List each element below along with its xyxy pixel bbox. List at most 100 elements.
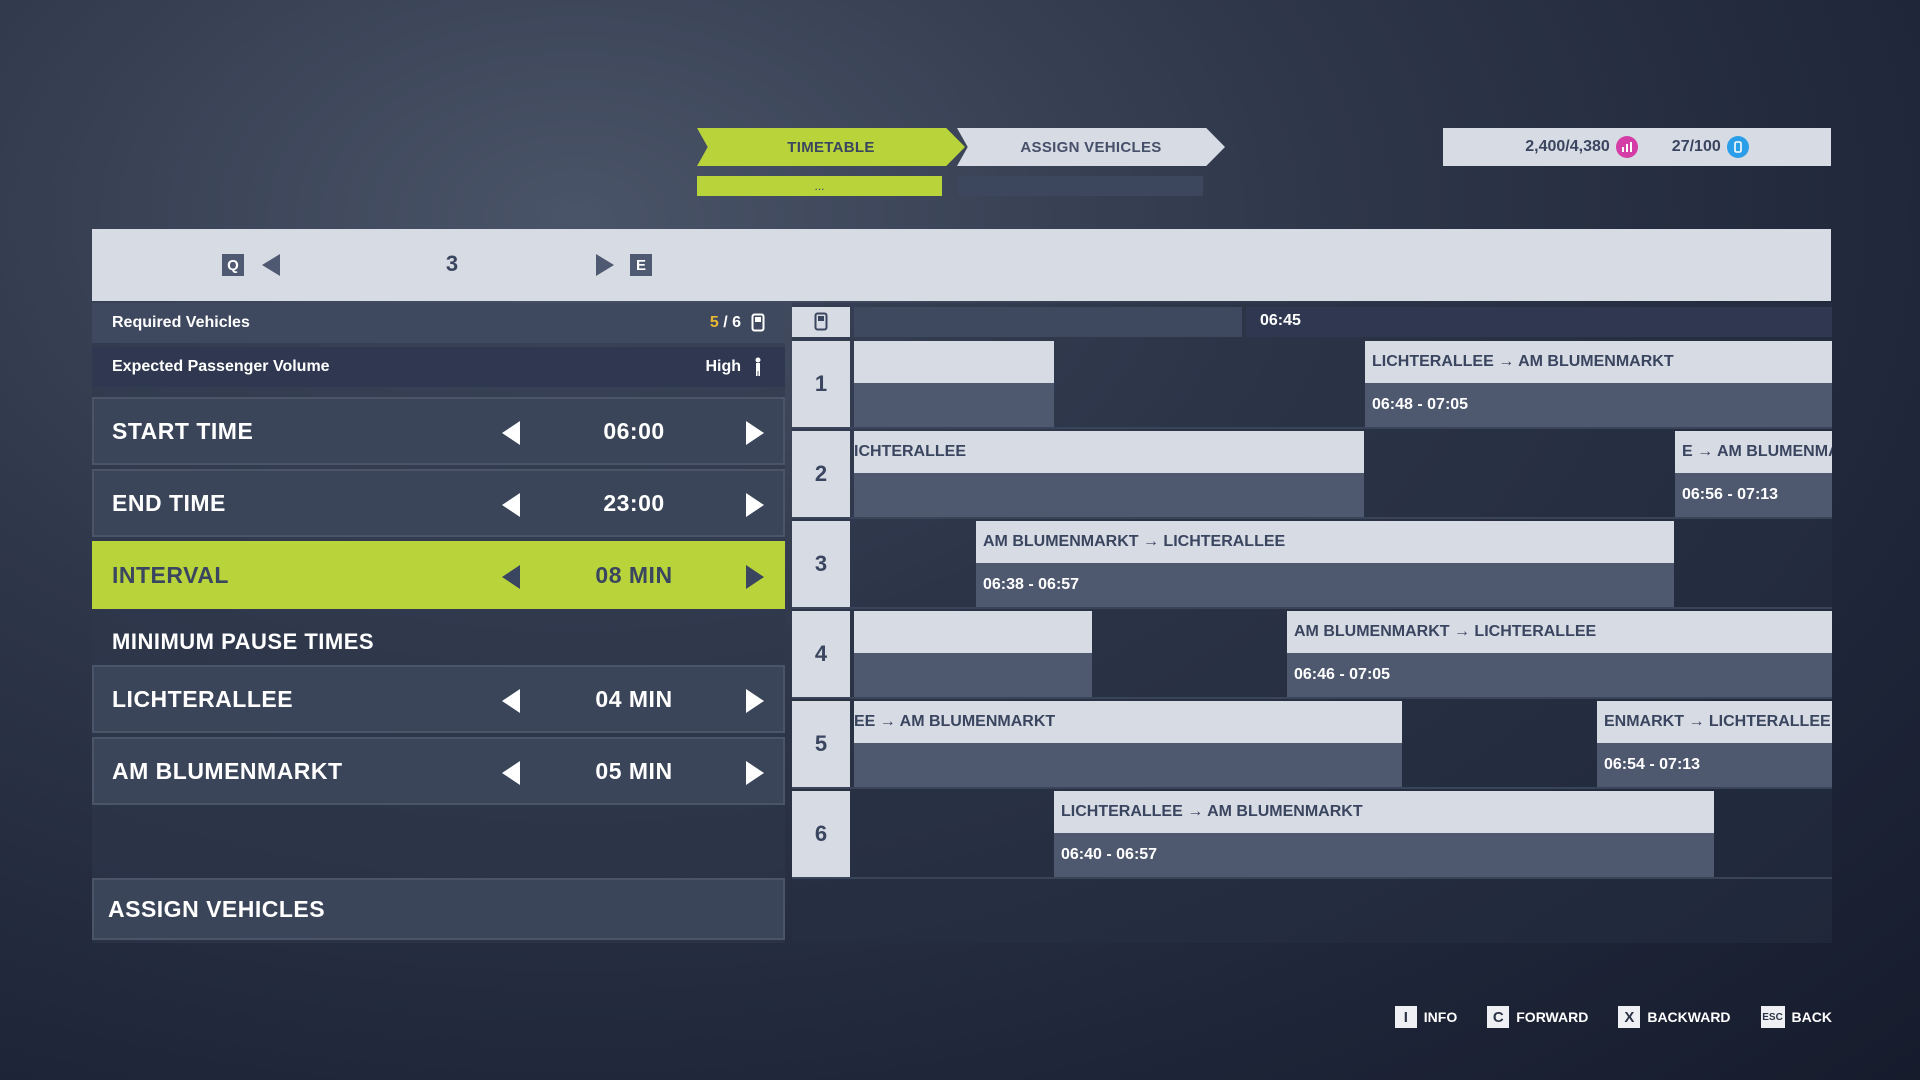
- prev-page-arrow-icon[interactable]: [262, 254, 280, 276]
- vehicle-row: 3 AM BLUMENMARKT → LICHTERALLEE 06:38 - …: [792, 521, 1832, 609]
- next-page-arrow-icon[interactable]: [596, 254, 614, 276]
- end-time-label: END TIME: [112, 489, 226, 516]
- hint-forward[interactable]: C FORWARD: [1487, 1006, 1588, 1028]
- end-time-setting[interactable]: END TIME 23:00: [92, 469, 785, 537]
- am-blumenmarkt-value: 05 MIN: [595, 757, 673, 784]
- trip-block[interactable]: ENMARKT → LICHTERALLEE 06:54 - 07:13: [1597, 701, 1832, 787]
- tab-bar: TIMETABLE ASSIGN VEHICLES: [697, 128, 1227, 166]
- passenger-icon: [751, 357, 765, 377]
- trip-time: 06:48 - 07:05: [1365, 383, 1832, 427]
- vehicle-row: 5 EE → AM BLUMENMARKT ENMARKT → LICHTERA…: [792, 701, 1832, 789]
- required-vehicles-value: 5 / 6: [709, 314, 741, 331]
- trip-time: 06:38 - 06:57: [976, 563, 1674, 607]
- trip-block[interactable]: AM BLUMENMARKT → LICHTERALLEE 06:38 - 06…: [976, 521, 1674, 607]
- token-counter: 27/100: [1672, 136, 1749, 158]
- vehicle-number: 5: [792, 701, 850, 787]
- trip-block[interactable]: LICHTERALLEE → AM BLUMENMARKT 06:48 - 07…: [1365, 341, 1832, 427]
- interval-label: INTERVAL: [112, 561, 229, 588]
- trip-time: 06:54 - 07:13: [1597, 743, 1832, 787]
- key-c: C: [1487, 1006, 1510, 1028]
- tab-timetable-indicator: ...: [697, 176, 942, 196]
- start-time-setting[interactable]: START TIME 06:00: [92, 397, 785, 465]
- trip-route: AM BLUMENMARKT → LICHTERALLEE: [976, 521, 1674, 563]
- trip-route: LICHTERALLEE → AM BLUMENMARKT: [1365, 341, 1832, 383]
- tab-assign-vehicles[interactable]: ASSIGN VEHICLES: [957, 128, 1225, 166]
- timeline-time-label: 06:45: [1260, 312, 1301, 329]
- decrease-arrow-icon[interactable]: [502, 421, 520, 445]
- trip-route: LICHTERALLEE → AM BLUMENMARKT: [1054, 791, 1714, 833]
- vehicle-number: 2: [792, 431, 850, 517]
- vehicle-number: 4: [792, 611, 850, 697]
- hint-back[interactable]: ESC BACK: [1760, 1006, 1832, 1028]
- vehicle-icon: [751, 313, 765, 333]
- hint-backward[interactable]: X BACKWARD: [1618, 1006, 1731, 1028]
- increase-arrow-icon[interactable]: [746, 761, 764, 785]
- trip-block[interactable]: E → AM BLUMENMA 06:56 - 07:13: [1675, 431, 1832, 517]
- token-value: 27/100: [1671, 138, 1721, 155]
- hint-label: INFO: [1423, 1009, 1458, 1025]
- pager-prev-key[interactable]: Q: [222, 254, 244, 276]
- resource-bar: 2,400/4,380 27/100: [1443, 128, 1831, 166]
- trip-block[interactable]: LICHTERALLEE → AM BLUMENMARKT 06:40 - 06…: [1054, 791, 1714, 877]
- end-time-value: 23:00: [603, 489, 665, 516]
- timetable-grid: 06:45 1 LICHTERALLEE → AM BLUMENMARKT 06…: [792, 303, 1832, 943]
- trip-route: [854, 611, 1092, 653]
- key-hints: I INFO C FORWARD X BACKWARD ESC BACK: [1394, 1006, 1832, 1028]
- decrease-arrow-icon[interactable]: [502, 565, 520, 589]
- trip-time: [854, 653, 1092, 697]
- decrease-arrow-icon[interactable]: [502, 689, 520, 713]
- hint-label: BACK: [1791, 1009, 1832, 1025]
- required-vehicles-row: Required Vehicles 5 / 6: [92, 303, 785, 343]
- settings-panel: Required Vehicles 5 / 6 Expected Passeng…: [92, 303, 785, 943]
- vehicle-number: 3: [792, 521, 850, 607]
- increase-arrow-icon[interactable]: [746, 565, 764, 589]
- increase-arrow-icon[interactable]: [746, 689, 764, 713]
- hint-label: BACKWARD: [1647, 1009, 1731, 1025]
- lichterallee-value: 04 MIN: [595, 685, 673, 712]
- increase-arrow-icon[interactable]: [746, 493, 764, 517]
- key-i: I: [1394, 1006, 1417, 1028]
- trip-time: [854, 473, 1364, 517]
- vehicle-number: 1: [792, 341, 850, 427]
- money-value: 2,400/4,380: [1525, 138, 1610, 155]
- trip-route: E → AM BLUMENMA: [1675, 431, 1832, 473]
- vehicle-row: 6 LICHTERALLEE → AM BLUMENMARKT 06:40 - …: [792, 791, 1832, 879]
- passenger-volume-value: High: [705, 358, 741, 375]
- lichterallee-label: LICHTERALLEE: [112, 685, 294, 712]
- key-esc: ESC: [1760, 1006, 1785, 1028]
- timeline-segment: [854, 307, 1242, 337]
- trip-block[interactable]: ICHTERALLEE: [854, 431, 1364, 517]
- decrease-arrow-icon[interactable]: [502, 493, 520, 517]
- hint-info[interactable]: I INFO: [1394, 1006, 1458, 1028]
- trip-route: ENMARKT → LICHTERALLEE: [1597, 701, 1832, 743]
- increase-arrow-icon[interactable]: [746, 421, 764, 445]
- timeline-header: 06:45: [792, 307, 1832, 337]
- start-time-label: START TIME: [112, 417, 254, 444]
- pager-header: Q 3 E: [92, 229, 1831, 301]
- timeline-segment: [1246, 307, 1832, 337]
- am-blumenmarkt-pause-setting[interactable]: AM BLUMENMARKT 05 MIN: [92, 737, 785, 805]
- pager-next-key[interactable]: E: [630, 254, 652, 276]
- page-number: 3: [445, 251, 459, 276]
- trip-block[interactable]: AM BLUMENMARKT → LICHTERALLEE 06:46 - 07…: [1287, 611, 1832, 697]
- vehicle-number: 6: [792, 791, 850, 877]
- lichterallee-pause-setting[interactable]: LICHTERALLEE 04 MIN: [92, 665, 785, 733]
- trip-block[interactable]: [854, 341, 1054, 427]
- vehicle-row: 1 LICHTERALLEE → AM BLUMENMARKT 06:48 - …: [792, 341, 1832, 429]
- interval-setting[interactable]: INTERVAL 08 MIN: [92, 541, 785, 609]
- trip-route: ICHTERALLEE: [854, 431, 1364, 473]
- trip-block[interactable]: [854, 611, 1092, 697]
- trip-block[interactable]: EE → AM BLUMENMARKT: [854, 701, 1402, 787]
- decrease-arrow-icon[interactable]: [502, 761, 520, 785]
- passenger-volume-row: Expected Passenger Volume High: [92, 347, 785, 387]
- trip-route: EE → AM BLUMENMARKT: [854, 701, 1402, 743]
- vehicle-row: 2 ICHTERALLEE E → AM BLUMENMA 06:56 - 07…: [792, 431, 1832, 519]
- assign-vehicles-button[interactable]: ASSIGN VEHICLES: [92, 878, 785, 940]
- vehicle-icon: [792, 307, 850, 337]
- passenger-volume-label: Expected Passenger Volume: [112, 358, 330, 375]
- tab-timetable[interactable]: TIMETABLE: [697, 128, 965, 166]
- trip-time: 06:46 - 07:05: [1287, 653, 1832, 697]
- trip-time: [854, 743, 1402, 787]
- interval-value: 08 MIN: [595, 561, 673, 588]
- trip-time: 06:40 - 06:57: [1054, 833, 1714, 877]
